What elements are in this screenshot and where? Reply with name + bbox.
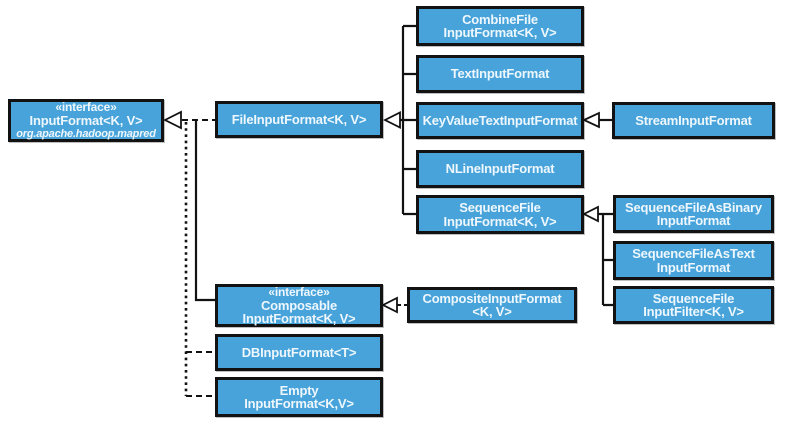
- class-box-composableinputformat-interface: «interface» Composable InputFormat<K, V>: [215, 284, 383, 327]
- package-name: org.apache.hadoop.mapred: [16, 127, 156, 140]
- class-box-nlineinputformat: NLineInputFormat: [416, 150, 584, 188]
- class-box-combinefileinputformat: CombineFile InputFormat<K, V>: [416, 6, 584, 46]
- class-box-sequencefileinputformat: SequenceFile InputFormat<K, V>: [416, 195, 584, 234]
- edge-seqfile-children-trunk: [598, 212, 613, 307]
- class-name: NLineInputFormat: [445, 161, 555, 177]
- class-box-sequencefileasbinaryinputformat: SequenceFileAsBinary InputFormat: [613, 195, 774, 233]
- generalization-arrowhead-composable: [380, 296, 398, 314]
- class-name-line2: InputFormat<K,V>: [244, 396, 354, 411]
- class-name: CombineFile: [462, 11, 538, 27]
- class-box-compositeinputformat: CompositeInputFormat <K, V>: [407, 287, 577, 323]
- class-name: DBInputFormat<T>: [241, 344, 357, 360]
- class-name: FileInputFormat<K, V>: [231, 111, 367, 127]
- generalization-arrowhead-sequencefile: [581, 205, 599, 223]
- class-name-line2: <K, V>: [472, 304, 512, 319]
- class-name-line2: InputFilter<K, V>: [643, 304, 744, 319]
- class-name: Empty: [279, 382, 319, 398]
- class-name: InputFormat<K, V>: [29, 113, 143, 129]
- class-name: StreamInputFormat: [635, 112, 752, 128]
- class-box-sequencefileinputfilter: SequenceFile InputFilter<K, V>: [613, 286, 774, 324]
- class-name: SequenceFileAsText: [632, 246, 755, 261]
- class-box-inputformat-interface: «interface» InputFormat<K, V> org.apache…: [8, 99, 164, 142]
- class-box-sequencefileastextinputformat: SequenceFileAsText InputFormat: [613, 241, 774, 280]
- class-name: TextInputFormat: [450, 66, 550, 82]
- edge-fileinput-children-trunk: [400, 24, 416, 216]
- class-name-line2: InputFormat<K, V>: [443, 25, 557, 40]
- class-box-streaminputformat: StreamInputFormat: [612, 102, 775, 139]
- generalization-arrowhead-fileinputformat: [382, 111, 401, 129]
- stereotype-label: «interface»: [268, 284, 330, 299]
- class-box-dbinputformat: DBInputFormat<T>: [215, 334, 383, 371]
- class-name-line2: InputFormat: [656, 213, 731, 228]
- class-box-textinputformat: TextInputFormat: [416, 55, 584, 93]
- generalization-arrowhead-inputformat: [162, 110, 182, 130]
- class-name: SequenceFileAsBinary: [625, 199, 762, 215]
- class-name-line2: InputFormat: [656, 259, 731, 275]
- class-box-keyvaluetextinputformat: KeyValueTextInputFormat: [416, 102, 584, 139]
- class-box-emptyinputformat: Empty InputFormat<K,V>: [215, 377, 383, 417]
- class-name: SequenceFile: [652, 290, 735, 306]
- edge-composable-extends-inputformat: [194, 121, 215, 302]
- class-name: CompositeInputFormat: [422, 290, 562, 306]
- class-name: Composable: [260, 297, 337, 313]
- class-name-line2: InputFormat<K, V>: [242, 311, 356, 326]
- class-name: KeyValueTextInputFormat: [422, 112, 578, 128]
- stereotype-label: «interface»: [55, 100, 117, 115]
- generalization-arrowhead-keyvaluetext: [581, 111, 600, 129]
- class-name-line2: InputFormat<K, V>: [443, 213, 557, 229]
- class-box-fileinputformat: FileInputFormat<K, V>: [215, 101, 383, 138]
- class-name: SequenceFile: [459, 200, 541, 215]
